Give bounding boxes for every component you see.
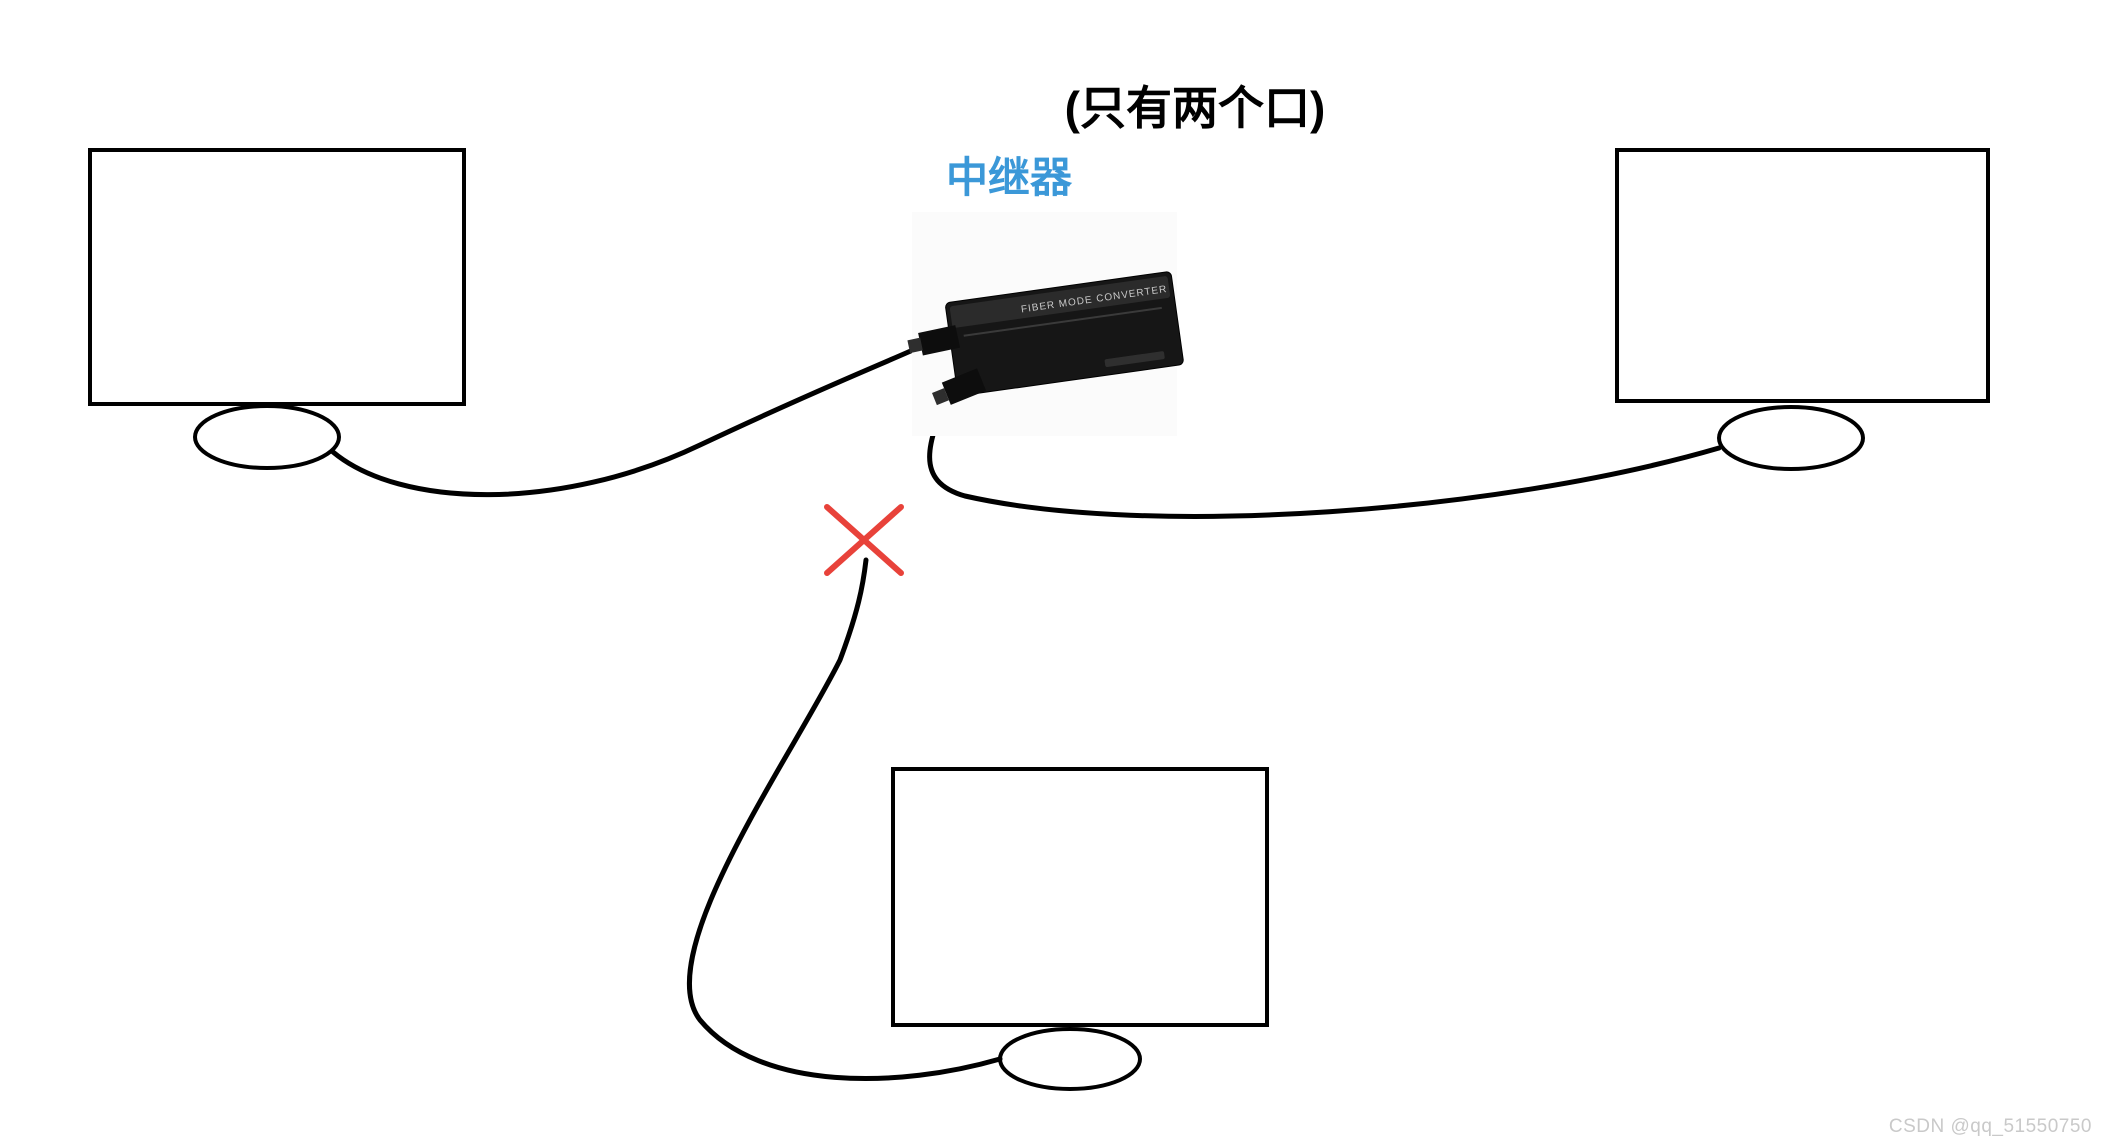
cable-repeater-to-right (927, 389, 1722, 519)
cable-bottom-blocked (686, 557, 1003, 1082)
repeater-top-face (949, 276, 1171, 328)
computer-right (1615, 148, 1990, 471)
repeater-port-1 (907, 325, 961, 356)
diagram-title: (只有两个口) (1064, 82, 1326, 134)
watermark: CSDN @qq_51550750 (1888, 1116, 2092, 1137)
computer-bottom (891, 767, 1269, 1091)
computer-bottom-base (998, 1027, 1142, 1091)
repeater-port-2 (932, 368, 987, 406)
repeater-vent (1104, 351, 1165, 368)
computer-bottom-screen (891, 767, 1269, 1027)
computer-left-base (193, 404, 341, 470)
computer-right-screen (1615, 148, 1990, 403)
computer-left-screen (88, 148, 466, 406)
x-mark-icon (824, 504, 904, 576)
computer-right-base (1717, 405, 1865, 471)
computer-left (88, 148, 466, 470)
cable-left-to-repeater (330, 343, 925, 498)
repeater-device: FIBER MODE CONVERTER (907, 212, 1184, 436)
repeater-label: 中继器 (946, 154, 1073, 201)
repeater-groove (963, 306, 1162, 337)
